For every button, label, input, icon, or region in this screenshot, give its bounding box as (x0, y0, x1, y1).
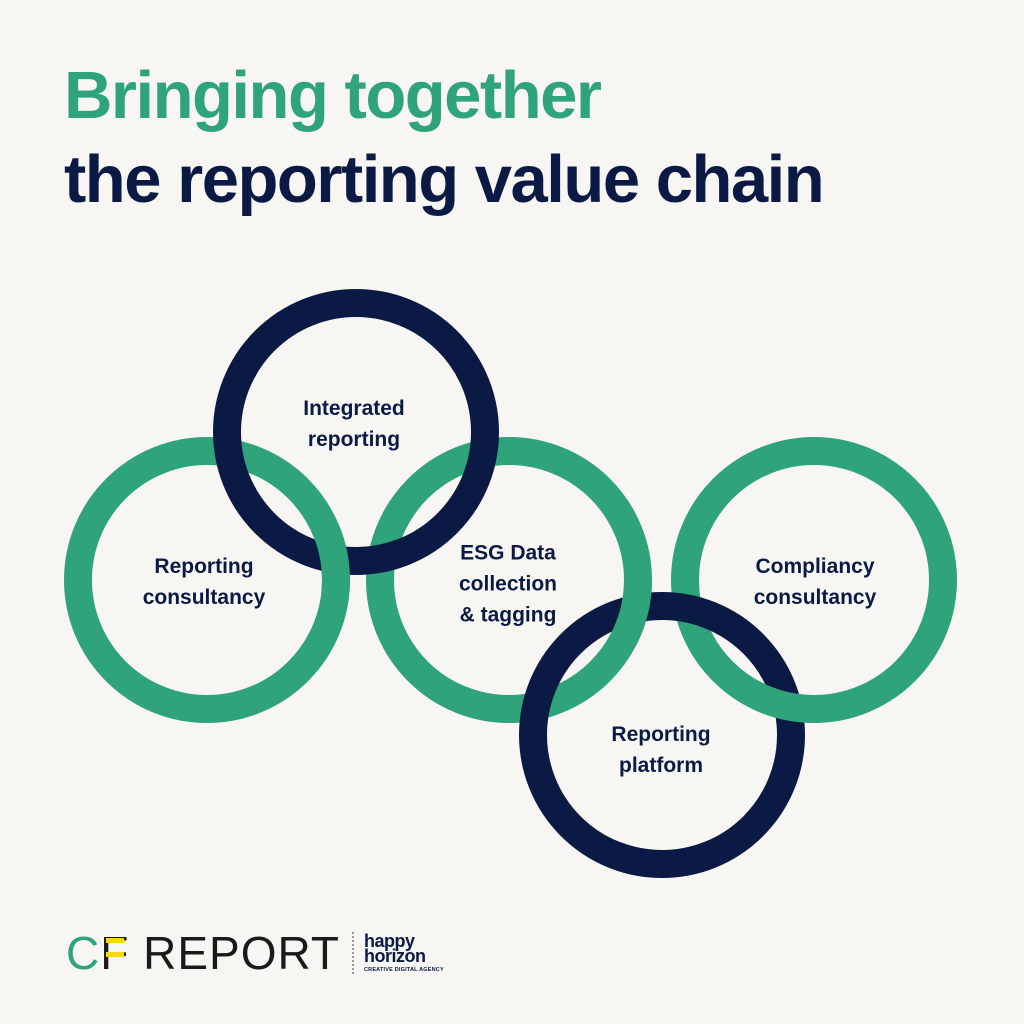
logo-divider (351, 932, 354, 974)
label-line: Compliancy (755, 555, 875, 578)
ring-overlap (298, 523, 350, 595)
ring-integrated-reporting (213, 289, 499, 575)
cf-report-wordmark: CF REPORT (66, 927, 340, 979)
cf-logo-accent-icon (106, 952, 124, 957)
logo-word-horizon: horizon (363, 945, 426, 966)
ring-overlap (598, 573, 652, 645)
label-line: Reporting (611, 723, 711, 746)
label-line: consultancy (142, 586, 266, 609)
label-line: reporting (307, 428, 401, 451)
label-line: consultancy (753, 586, 877, 609)
logo-tagline: CREATIVE DIGITAL AGENCY (363, 966, 444, 973)
footer-logos: CF REPORT happy horizon CREATIVE DIGITAL… (66, 928, 444, 978)
ring-reporting-platform (519, 592, 805, 878)
title-line-2: the reporting value chain (64, 142, 825, 217)
label-compliancy-consultancy: Compliancy consultancy (715, 551, 915, 613)
label-line: ESG Data (460, 541, 556, 565)
label-integrated-reporting: Integrated reporting (254, 393, 454, 455)
label-line: Reporting (154, 555, 254, 578)
label-line: Integrated (303, 397, 405, 420)
label-line: collection (458, 572, 558, 596)
label-reporting-platform: Reporting platform (561, 719, 761, 781)
ring-overlap (751, 670, 823, 723)
label-line: platform (619, 754, 703, 777)
cf-logo-accent-icon (106, 938, 124, 943)
label-reporting-consultancy: Reporting consultancy (104, 551, 304, 613)
label-line: & tagging (459, 603, 557, 627)
label-esg-data: ESG Data collection & tagging (408, 538, 608, 631)
happy-horizon-logo: happy horizon CREATIVE DIGITAL AGENCY (363, 930, 444, 973)
title-line-1: Bringing together (64, 58, 602, 133)
cf-report-logo: CF REPORT (66, 930, 340, 976)
logo-word-happy: happy (363, 930, 415, 951)
